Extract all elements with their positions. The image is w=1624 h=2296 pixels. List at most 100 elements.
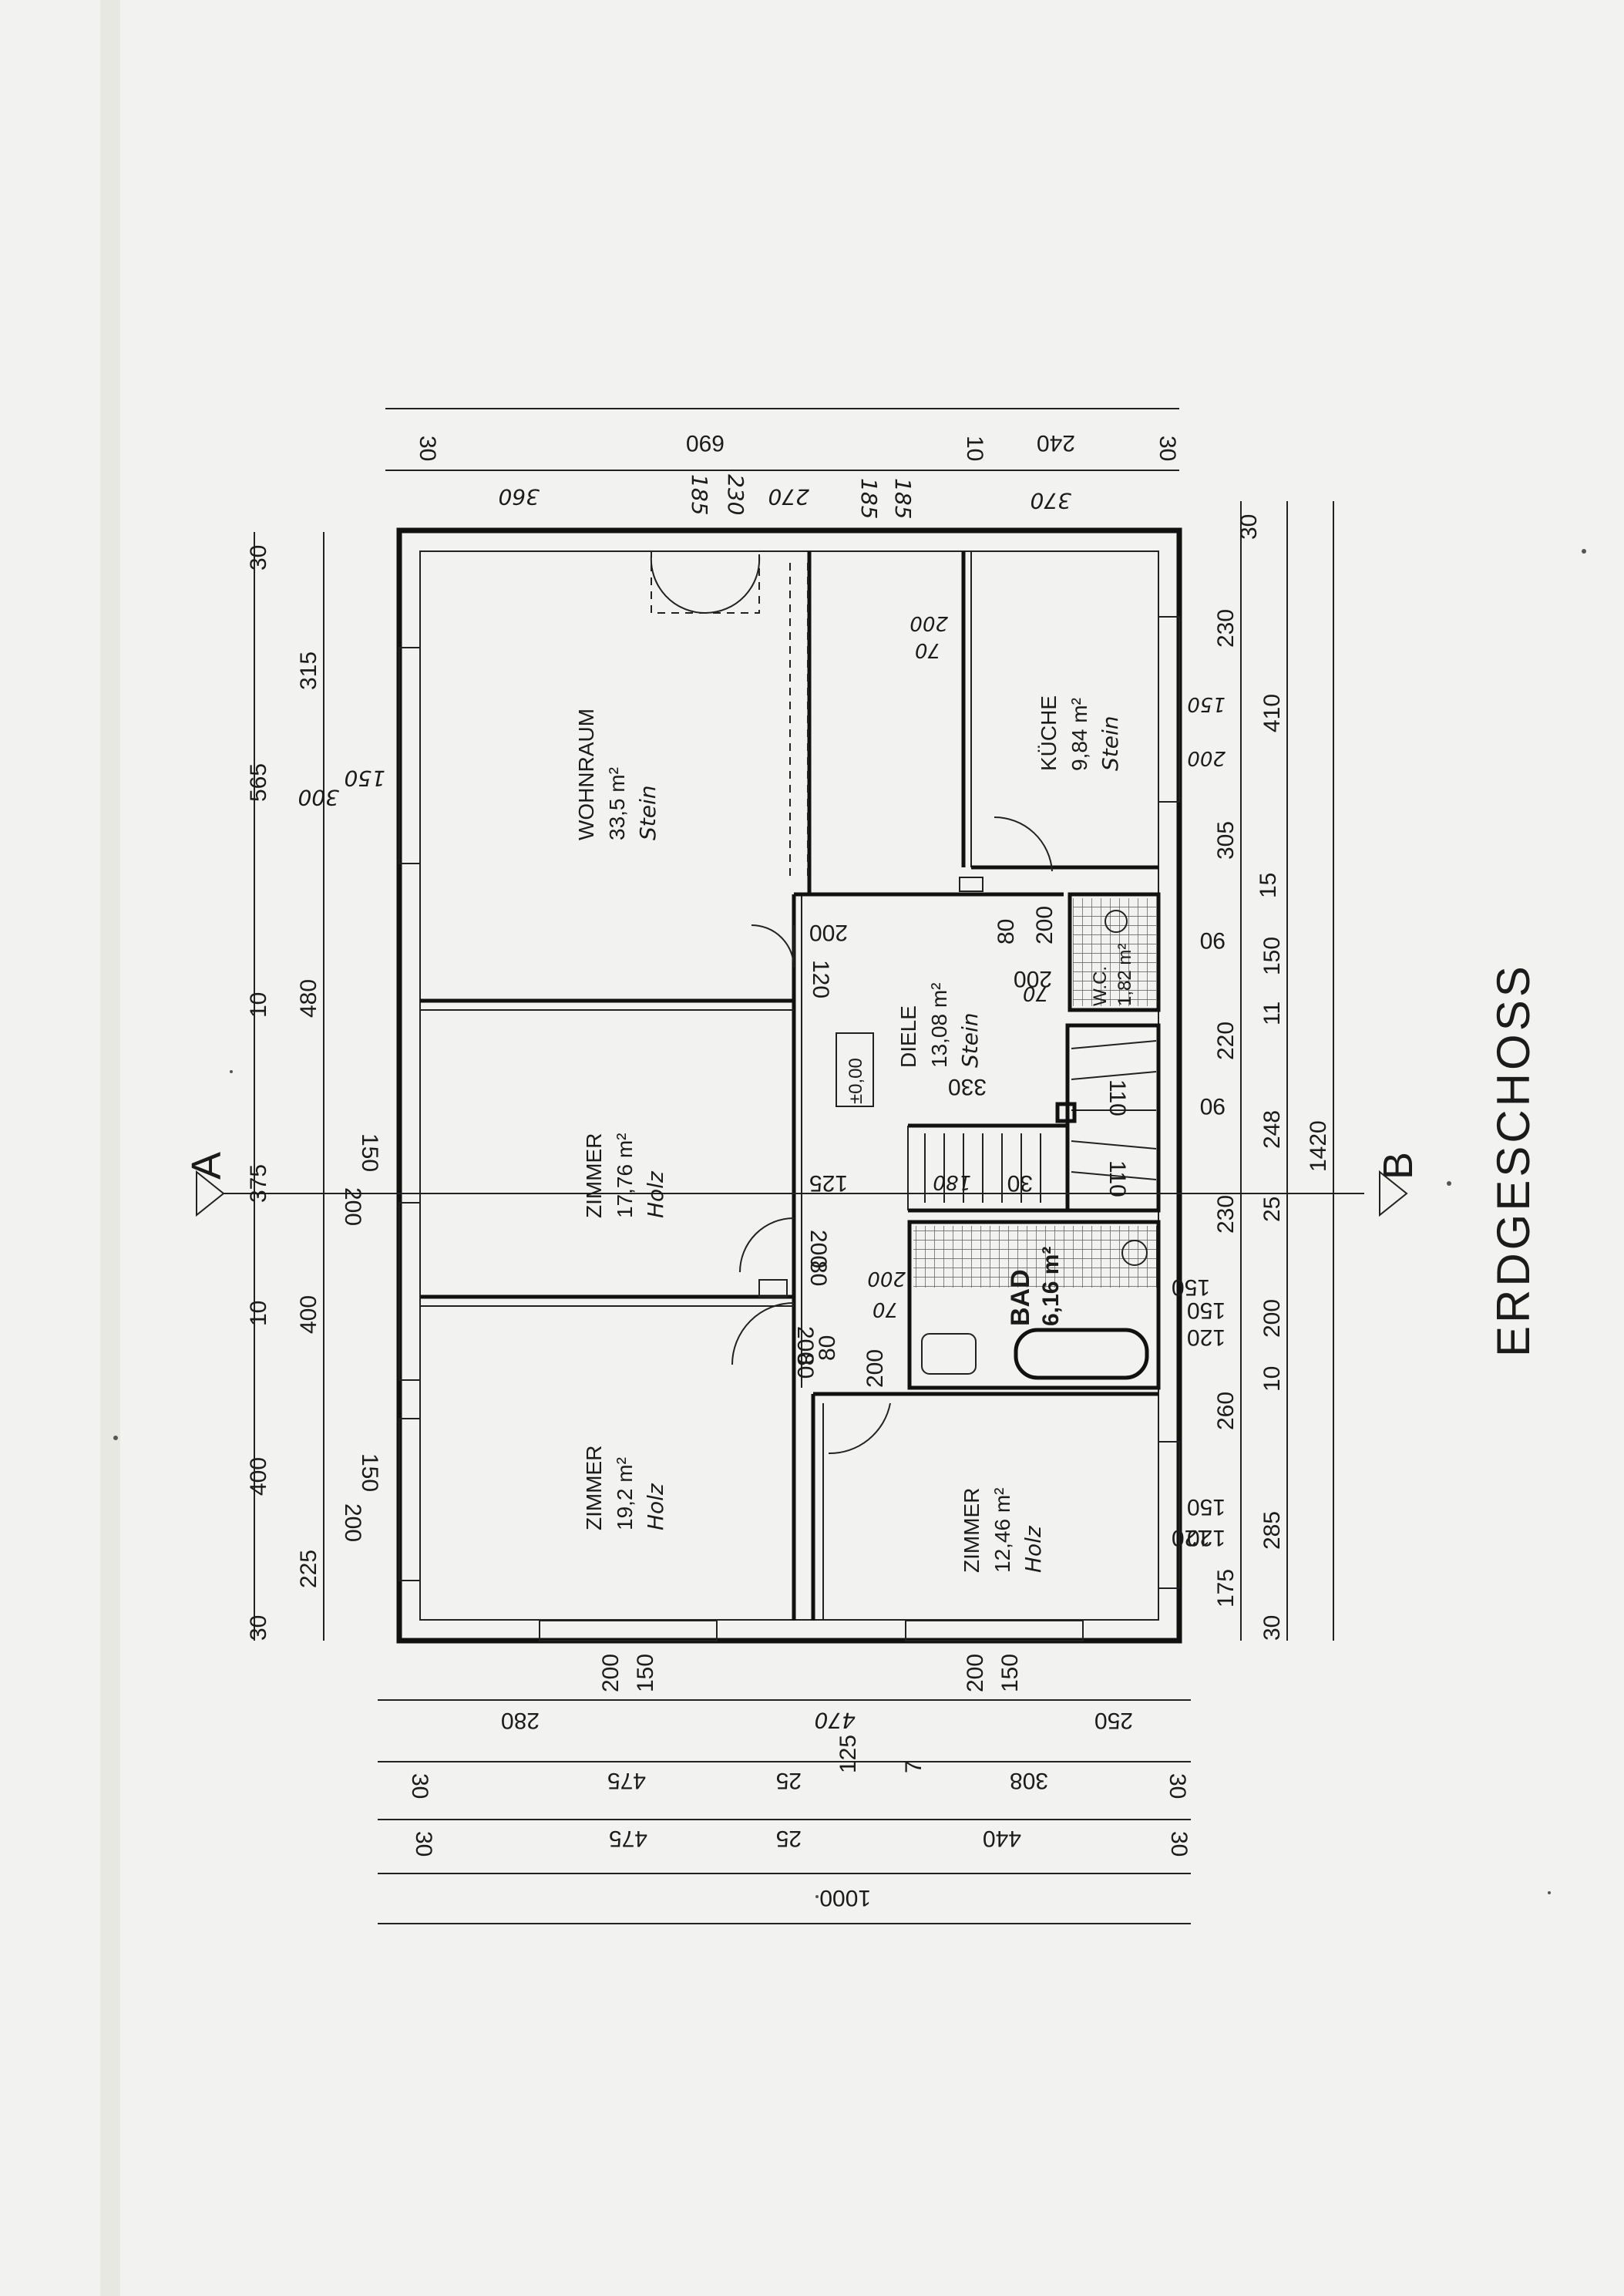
room-label-zimmer-3: ZIMMER 12,46 m² Holz <box>960 1488 1046 1574</box>
dim-bottom-2-b: 470 <box>815 1708 856 1733</box>
staircase <box>924 1040 1157 1203</box>
dim-top-2-d: 270 <box>768 484 809 510</box>
dim-interior-12: 110 <box>1105 1079 1130 1116</box>
dim-interior-11: 330 <box>948 1074 987 1099</box>
shower-tray <box>921 1333 977 1375</box>
dim-bottom-4-a: 30 <box>411 1831 436 1857</box>
room-label-wc: W.C. 1,82 m² <box>1090 944 1135 1006</box>
section-marker-b: B <box>1375 1152 1421 1180</box>
plan-title: ERDGESCHOSS <box>1488 963 1539 1357</box>
dim-interior-19: 80 <box>805 1261 831 1286</box>
dim-bottom-3-a: 30 <box>407 1773 432 1799</box>
dim-interior-21: 70 <box>873 1298 898 1321</box>
dim-left-open-d: 150 <box>357 1133 382 1172</box>
svg-text:19,2 m²: 19,2 m² <box>613 1457 637 1530</box>
dim-bottom-1-a: 200 <box>598 1654 624 1692</box>
svg-text:6,16 m²: 6,16 m² <box>1038 1247 1064 1326</box>
section-arrow-b <box>1379 1170 1408 1217</box>
dim-right-b: 230 <box>1213 609 1239 648</box>
dim-bottom-3-e: 7 <box>901 1760 926 1773</box>
dim-interior-16: 30 <box>1007 1170 1033 1196</box>
dim-interior-26: 150 <box>1187 1298 1226 1323</box>
dim-right-q: 285 <box>1259 1511 1285 1550</box>
dim-left-outer-a: 30 <box>246 545 271 571</box>
dim-left-open-e: 200 <box>340 1503 365 1542</box>
dim-bottom-1-c: 200 <box>963 1654 988 1692</box>
dim-interior-8: 120 <box>808 960 833 998</box>
room-label-zimmer-1: ZIMMER 17,76 m² Holz <box>582 1133 668 1219</box>
svg-text:13,08 m²: 13,08 m² <box>927 983 951 1069</box>
dim-bottom-2-c: 250 <box>1094 1708 1133 1733</box>
dim-interior-24: 80 <box>815 1335 840 1361</box>
svg-text:17,76 m²: 17,76 m² <box>613 1133 637 1219</box>
dim-left-outer-c: 10 <box>246 992 271 1018</box>
interior-walls <box>420 551 1161 1621</box>
wc-tiles <box>1073 898 1156 1006</box>
dim-right-d: 305 <box>1213 821 1239 860</box>
dim-left-outer-g: 30 <box>246 1615 271 1641</box>
dim-interior-1: 70 <box>915 638 940 662</box>
svg-text:Holz: Holz <box>643 1170 668 1218</box>
dim-top-2-f: 185 <box>890 478 916 519</box>
dim-bottom-4-e: 30 <box>1166 1831 1192 1857</box>
dim-interior-29: 120 <box>1187 1525 1226 1550</box>
dim-interior-25: 200 <box>862 1349 888 1388</box>
dim-interior-10: 90 <box>1200 927 1226 953</box>
dim-right-n: 10 <box>1259 1366 1285 1392</box>
svg-text:DIELE: DIELE <box>896 1005 920 1068</box>
dim-bottom-3-b: 475 <box>607 1768 646 1793</box>
section-marker-a: A <box>183 1152 230 1180</box>
dim-bottom-3-d: 125 <box>836 1735 861 1773</box>
dim-interior-3: 150 <box>1187 692 1226 715</box>
dim-top-1-e: 30 <box>1155 436 1180 461</box>
dim-right-r: 175 <box>1213 1569 1239 1608</box>
svg-text:Stein: Stein <box>1098 715 1123 771</box>
dim-bottom-3-f: 308 <box>1010 1768 1048 1793</box>
dim-left-outer-d: 375 <box>246 1164 271 1203</box>
bath-toilet-symbol <box>1121 1240 1148 1266</box>
dim-interior-18: 200 <box>805 1230 831 1268</box>
chimney-flue-middle <box>758 1279 788 1298</box>
svg-text:WOHNRAUM: WOHNRAUM <box>574 709 598 840</box>
dim-interior-13: 90 <box>1200 1093 1226 1119</box>
dim-bottom-1-b: 150 <box>633 1654 658 1692</box>
svg-text:ZIMMER: ZIMMER <box>582 1446 606 1530</box>
dim-right-o: 260 <box>1213 1392 1239 1430</box>
svg-text:33,5 m²: 33,5 m² <box>605 767 629 840</box>
dim-right-l: 150 <box>1172 1274 1210 1300</box>
room-label-wohnraum: WOHNRAUM 33,5 m² Stein <box>574 709 661 840</box>
svg-text:9,84 m²: 9,84 m² <box>1068 698 1091 771</box>
svg-text:12,46 m²: 12,46 m² <box>990 1488 1014 1574</box>
dim-top-2-b: 185 <box>687 474 712 515</box>
dim-left-open-a: 300 <box>298 785 339 810</box>
svg-text:BAD: BAD <box>1006 1269 1035 1326</box>
dim-top-2-c: 230 <box>723 474 748 515</box>
dim-left-outer-b: 565 <box>246 763 271 802</box>
dim-left-outer-f: 400 <box>246 1457 271 1496</box>
dim-interior-14: 125 <box>809 1170 848 1196</box>
chimney-flue-top <box>959 877 983 892</box>
dim-right-j: 25 <box>1259 1197 1285 1222</box>
dim-top-1-b: 690 <box>686 430 725 456</box>
dim-right-p: 120 <box>1172 1525 1210 1550</box>
dim-interior-20: 200 <box>867 1267 906 1290</box>
dim-right-total: 1420 <box>1306 1120 1331 1172</box>
bath-tiles <box>913 1226 1157 1288</box>
dim-left-open-b: 150 <box>345 766 385 791</box>
dim-bottom-4-c: 25 <box>776 1826 802 1851</box>
dim-top-1-d: 240 <box>1037 430 1075 456</box>
scan-specks <box>113 549 1586 1898</box>
dim-interior-28: 150 <box>1187 1494 1226 1520</box>
dim-bottom-total: 1000 <box>819 1885 871 1911</box>
dim-left-inner-d: 225 <box>296 1550 321 1588</box>
dim-right-h: 220 <box>1213 1022 1239 1060</box>
dim-right-a: 30 <box>1236 514 1262 540</box>
dim-top-2-e: 185 <box>856 478 882 519</box>
dim-bottom-3-g: 30 <box>1165 1773 1190 1799</box>
dim-bottom-2-a: 280 <box>501 1708 540 1733</box>
svg-text:KÜCHE: KÜCHE <box>1037 695 1061 771</box>
svg-text:±0,00: ±0,00 <box>846 1058 866 1104</box>
svg-text:Stein: Stein <box>957 1012 983 1068</box>
dim-right-s: 30 <box>1259 1615 1285 1641</box>
dim-right-k: 230 <box>1213 1195 1239 1234</box>
